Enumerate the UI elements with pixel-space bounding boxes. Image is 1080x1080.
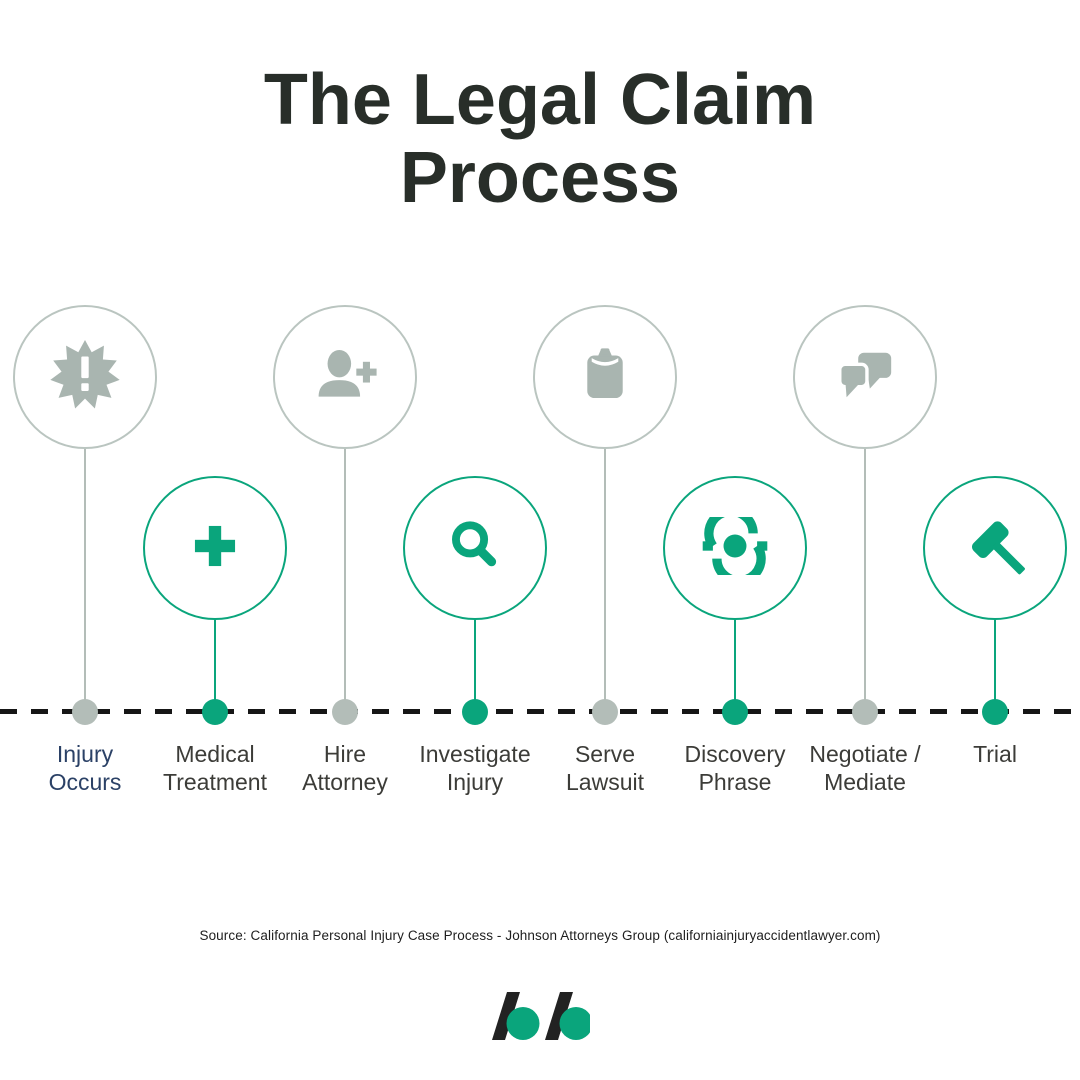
medical-plus-icon: [188, 519, 242, 578]
gavel-icon: [962, 513, 1028, 584]
step-circle-injury-occurs: [13, 305, 157, 449]
double-slash-dot-logo: [490, 992, 593, 1047]
step-label: Negotiate / Mediate: [809, 741, 921, 795]
discovery-eye-icon: [701, 506, 769, 585]
magnifier-icon: [446, 517, 504, 580]
step-label: Serve Lawsuit: [566, 741, 644, 795]
step-label: Injury Occurs: [48, 741, 122, 795]
step-circle-hire-attorney: [273, 305, 417, 449]
step-circle-investigate-injury: [403, 476, 547, 620]
timeline-dashed-line: [0, 709, 1080, 714]
step-circle-trial: [923, 476, 1067, 620]
timeline-dot: [722, 699, 748, 725]
timeline-dot: [592, 699, 618, 725]
add-person-icon: [312, 342, 378, 413]
step-label: Discovery Phrase: [684, 741, 786, 795]
step-connector: [214, 620, 216, 712]
step-label: Investigate Injury: [419, 741, 531, 795]
step-connector: [994, 620, 996, 712]
step-label: Medical Treatment: [163, 741, 267, 795]
step-label: Hire Attorney: [302, 741, 388, 795]
step-circle-medical-treatment: [143, 476, 287, 620]
step-circle-negotiate-mediate: [793, 305, 937, 449]
timeline-dot: [332, 699, 358, 725]
step-connector: [344, 449, 346, 712]
step-circle-serve-lawsuit: [533, 305, 677, 449]
page-title: The Legal Claim Process: [263, 60, 817, 218]
source-attribution: Source: California Personal Injury Case …: [199, 928, 881, 943]
step-connector: [734, 620, 736, 712]
timeline-dot: [982, 699, 1008, 725]
step-connector: [604, 449, 606, 712]
step-connector: [864, 449, 866, 712]
step-connector: [84, 449, 86, 712]
step-circle-discovery-phrase: [663, 476, 807, 620]
step-connector: [474, 620, 476, 712]
timeline-dot: [72, 699, 98, 725]
clipboard-icon: [574, 344, 636, 411]
timeline-dot: [462, 699, 488, 725]
timeline-dot: [202, 699, 228, 725]
chat-bubbles-icon: [831, 343, 899, 412]
timeline-dot: [852, 699, 878, 725]
alert-burst-icon: [49, 339, 121, 416]
step-label: Trial: [973, 741, 1017, 767]
